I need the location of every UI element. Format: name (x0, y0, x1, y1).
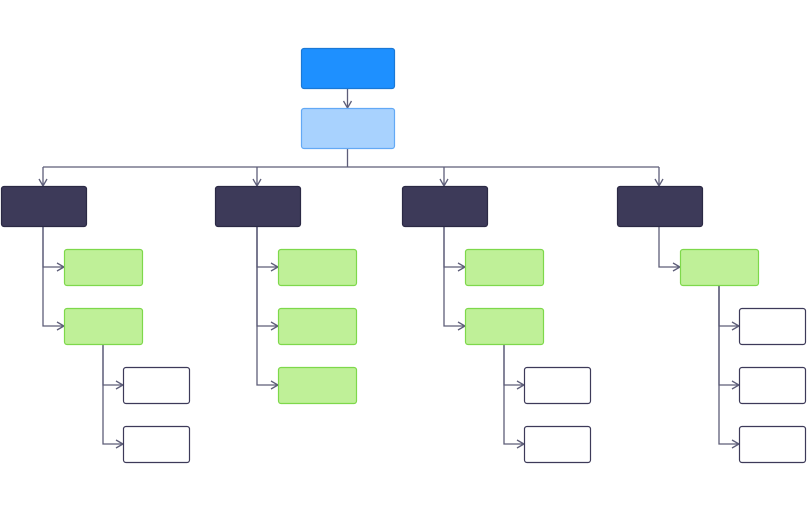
connector-leaf-1-2-sub-2 (102, 345, 125, 449)
leaf-node-2-3-shape (277, 366, 358, 405)
connector-branch-2-leaf-2 (256, 227, 280, 331)
subleaf-node-4-1-2[interactable] (738, 366, 807, 405)
subleaf-node-1-2-1[interactable] (122, 366, 191, 405)
connector-branch-1-leaf-1 (42, 227, 66, 272)
branch-node-1[interactable] (0, 185, 88, 228)
leaf-node-3-2[interactable] (464, 307, 545, 346)
leaf-node-1-2[interactable] (63, 307, 144, 346)
connector-leaf-3-2-sub-1 (503, 345, 526, 390)
leaf-node-3-1[interactable] (464, 248, 545, 287)
branch-node-3[interactable] (401, 185, 489, 228)
leaf-node-2-1-shape (277, 248, 358, 287)
subleaf-node-4-1-3[interactable] (738, 425, 807, 464)
subleaf-node-1-2-2-shape (122, 425, 191, 464)
connector-branch-4-leaf-1 (658, 227, 682, 272)
subleaf-node-4-1-3-shape (738, 425, 807, 464)
leaf-node-1-1[interactable] (63, 248, 144, 287)
subleaf-node-4-1-2-shape (738, 366, 807, 405)
connector-branch-3-leaf-2 (443, 227, 467, 331)
connector-lines (38, 89, 741, 449)
leaf-node-1-2-shape (63, 307, 144, 346)
leaf-node-2-2[interactable] (277, 307, 358, 346)
leaf-node-1-1-shape (63, 248, 144, 287)
connector-leaf-4-1-sub-3 (718, 286, 741, 449)
subleaf-node-4-1-1-shape (738, 307, 807, 346)
leaf-node-2-1[interactable] (277, 248, 358, 287)
leaf-node-4-1-shape (679, 248, 760, 287)
connector-leaf-3-2-sub-2 (503, 345, 526, 449)
root-node[interactable] (300, 47, 396, 90)
diagram-nodes (0, 47, 807, 464)
level1-node[interactable] (300, 107, 396, 150)
subleaf-node-3-2-1[interactable] (523, 366, 592, 405)
subleaf-node-3-2-2-shape (523, 425, 592, 464)
branch-node-4-shape (616, 185, 704, 228)
connector-branch-1-leaf-2 (42, 227, 66, 331)
leaf-node-3-2-shape (464, 307, 545, 346)
leaf-node-2-3[interactable] (277, 366, 358, 405)
subleaf-node-3-2-1-shape (523, 366, 592, 405)
level1-node-shape (300, 107, 396, 150)
subleaf-node-1-2-2[interactable] (122, 425, 191, 464)
subleaf-node-4-1-1[interactable] (738, 307, 807, 346)
leaf-node-4-1[interactable] (679, 248, 760, 287)
connector-leaf-4-1-sub-2 (718, 286, 741, 390)
branch-node-1-shape (0, 185, 88, 228)
connector-branch-2-leaf-3 (256, 227, 280, 390)
connector-leaf-4-1-sub-1 (718, 286, 741, 331)
branch-node-2[interactable] (214, 185, 302, 228)
subleaf-node-1-2-1-shape (122, 366, 191, 405)
leaf-node-2-2-shape (277, 307, 358, 346)
subleaf-node-3-2-2[interactable] (523, 425, 592, 464)
connector-branch-2-leaf-1 (256, 227, 280, 272)
branch-node-2-shape (214, 185, 302, 228)
branch-node-3-shape (401, 185, 489, 228)
connector-branch-3-leaf-1 (443, 227, 467, 272)
root-node-shape (300, 47, 396, 90)
branch-node-4[interactable] (616, 185, 704, 228)
leaf-node-3-1-shape (464, 248, 545, 287)
connector-leaf-1-2-sub-1 (102, 345, 125, 390)
